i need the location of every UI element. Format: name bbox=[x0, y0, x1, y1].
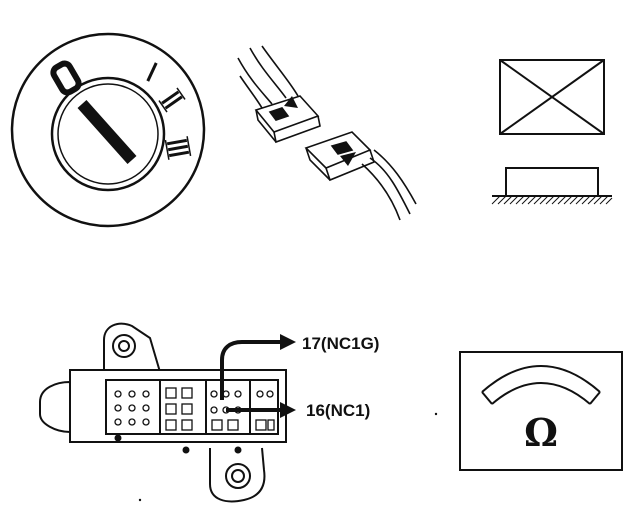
mount-hole-bottom bbox=[225, 463, 251, 489]
position-mark-1 bbox=[146, 62, 158, 82]
upper-connector bbox=[254, 95, 321, 144]
position-mark-0 bbox=[50, 60, 82, 96]
dial-inner-ring bbox=[50, 76, 166, 192]
probe-wire-upper bbox=[220, 340, 282, 400]
ohmmeter-symbol bbox=[459, 351, 623, 471]
dial-inner-ring-2 bbox=[57, 83, 159, 185]
scan-speck bbox=[138, 498, 142, 502]
position-mark-2 bbox=[158, 87, 186, 113]
scan-speck bbox=[434, 412, 438, 416]
crossed-box-icon bbox=[499, 59, 605, 135]
dial-outer-ring bbox=[10, 32, 206, 228]
connector-disconnect bbox=[237, 45, 417, 221]
position-mark-3 bbox=[164, 136, 192, 160]
callout-upper: 17(NC1G) bbox=[302, 334, 379, 353]
ohm-icon: Ω bbox=[524, 410, 558, 455]
arrow-right-icon bbox=[280, 402, 296, 418]
ground-hatch bbox=[491, 195, 613, 205]
mount-hole-top bbox=[112, 334, 136, 358]
switch-connector-assembly bbox=[39, 322, 296, 503]
terminal-rows bbox=[114, 387, 275, 431]
callout-lower: 16(NC1) bbox=[306, 401, 370, 420]
display-on-base-symbol bbox=[491, 59, 613, 205]
meter-frame bbox=[459, 351, 623, 471]
meter-scale-arc bbox=[481, 365, 601, 393]
key-slot-icon bbox=[77, 100, 137, 164]
lower-connector bbox=[304, 131, 375, 182]
up-arrow-icon bbox=[284, 96, 298, 108]
block-icon bbox=[505, 167, 599, 197]
down-arrow-icon bbox=[340, 152, 356, 166]
ignition-switch-dial bbox=[10, 32, 206, 228]
arrow-right-icon bbox=[280, 334, 296, 350]
